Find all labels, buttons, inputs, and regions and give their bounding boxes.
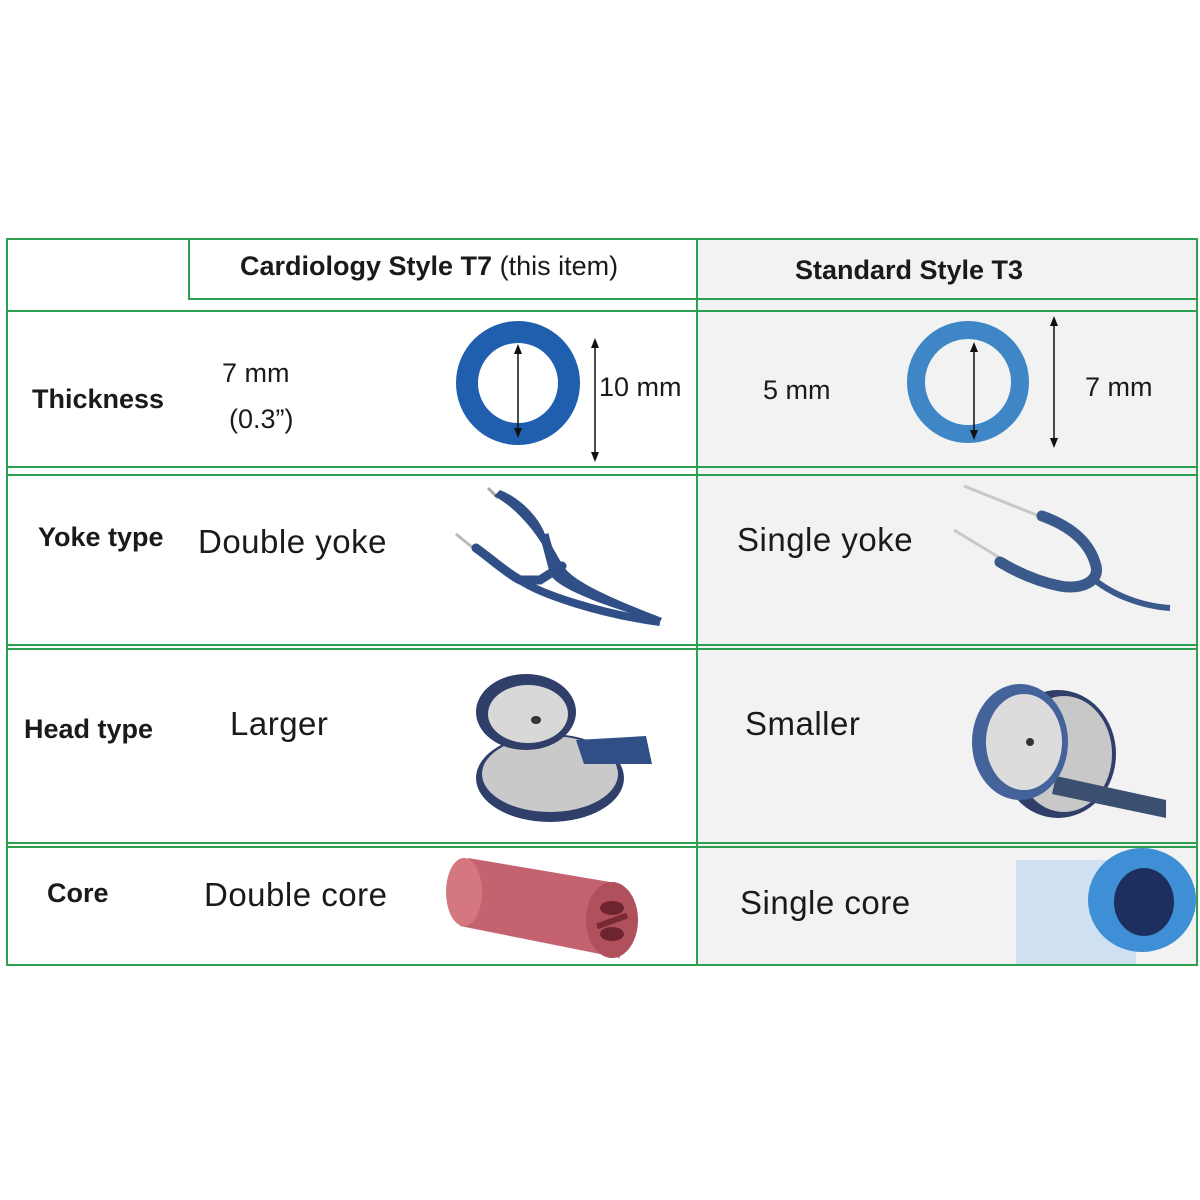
t7-inner-diameter: 7 mm <box>222 358 290 388</box>
t7-large-chestpiece-image <box>476 674 652 822</box>
row-label-head: Head type <box>24 714 154 744</box>
t3-single-yoke-image <box>953 484 1171 611</box>
t3-tube-cross-section-icon <box>907 316 1058 448</box>
t7-double-core-tube-image <box>446 858 638 958</box>
row-label-core: Core <box>47 878 109 908</box>
t7-double-yoke-image <box>455 486 662 626</box>
t7-column-header: Cardiology Style T7 (this item) <box>240 251 618 282</box>
t7-core-value: Double core <box>204 876 388 913</box>
row-label-thickness: Thickness <box>32 384 165 414</box>
t7-yoke-value: Double yoke <box>198 523 387 560</box>
t3-column-header: Standard Style T3 <box>795 255 1023 286</box>
t7-head-value: Larger <box>230 705 329 742</box>
t3-yoke-value: Single yoke <box>737 521 914 558</box>
t3-inner-diameter: 5 mm <box>763 375 831 405</box>
t3-outer-diameter: 7 mm <box>1085 372 1153 402</box>
row-label-yoke: Yoke type <box>38 522 164 552</box>
t7-title-suffix: (this item) <box>499 251 619 281</box>
t3-small-chestpiece-image <box>972 684 1166 818</box>
t7-inner-diameter-inch: (0.3”) <box>229 404 294 434</box>
t3-core-value: Single core <box>740 884 911 921</box>
t3-head-value: Smaller <box>745 705 861 742</box>
t3-title: Standard Style T3 <box>795 255 1024 285</box>
t3-column-background <box>698 240 1198 966</box>
t7-tube-cross-section-icon <box>456 321 599 462</box>
t7-outer-diameter: 10 mm <box>599 372 682 402</box>
t7-title: Cardiology Style T7 <box>240 251 493 281</box>
t3-single-core-tube-image <box>1016 848 1196 964</box>
